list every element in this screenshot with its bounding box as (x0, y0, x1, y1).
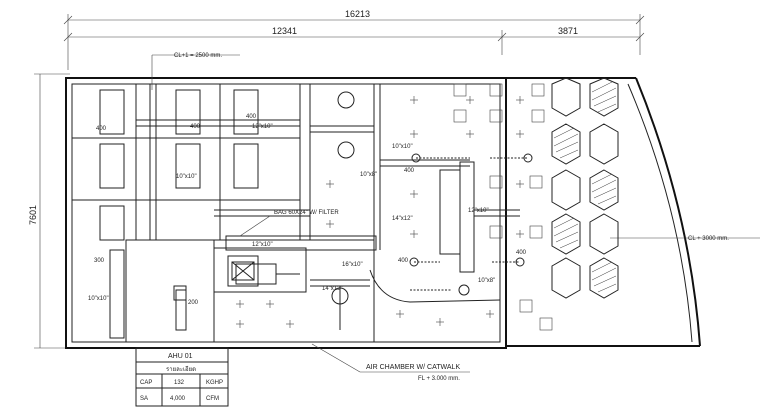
ceiling-level-right-text: CL + 3000 mm. (688, 236, 729, 242)
duct-label: 400 (404, 168, 415, 174)
duct-label: 300 (94, 258, 105, 264)
height-dimension: 7601 (28, 205, 38, 225)
ahu-row-sa-key: SA (140, 396, 148, 402)
duct-label: 14"x12" (322, 286, 343, 292)
interior-partitions (72, 84, 501, 343)
duct-label: 12"x10" (252, 242, 273, 248)
air-chamber-note: AIR CHAMBER W/ CATWALK (366, 364, 460, 371)
floor-level-note: FL + 3.000 mm. (418, 376, 460, 382)
duct-label: 200 (188, 300, 199, 306)
ahu-row-cap-value: 132 (174, 380, 185, 386)
ahu-row-cap-unit: KGHP (206, 380, 223, 386)
ahu-schedule-table: AHU 01 รายละเอียด CAP 132 KGHP SA 4,000 … (135, 347, 229, 407)
left-span-dimension: 12341 (272, 26, 297, 36)
ahu-title: AHU 01 (168, 353, 193, 360)
duct-label: 14"x12" (392, 216, 413, 222)
duct-label: 10"x8" (360, 172, 377, 178)
duct-label: 10"x10" (392, 144, 413, 150)
duct-size-labels: 400 400 400 300 400 400 400 200 12"x10" … (88, 114, 527, 306)
ahu-row-cap-key: CAP (140, 380, 152, 386)
ahu-header: รายละเอียด (166, 365, 196, 373)
left-dimension: 7601 (28, 73, 70, 349)
duct-label: 400 (96, 126, 107, 132)
duct-label: 400 (516, 250, 527, 256)
overall-dimension: 16213 (345, 9, 370, 19)
ahu-row-sa-unit: CFM (206, 396, 219, 402)
duct-label: 400 (398, 258, 409, 264)
duct-runs (99, 84, 520, 339)
duct-label: 400 (190, 124, 201, 130)
duct-label: 12"x10" (252, 124, 273, 130)
duct-label: 400 (246, 114, 257, 120)
equipment (173, 91, 355, 305)
top-dimensions: 16213 12341 3871 (63, 9, 645, 70)
flex-ducts (409, 153, 533, 296)
ahu-row-sa-value: 4,000 (170, 396, 186, 402)
diffuser-grid (236, 83, 553, 331)
ceiling-level-left: CL+1 = 2500 mm. (151, 53, 240, 90)
annotations: BAG 60X24" W/ FILTER AIR CHAMBER W/ CATW… (239, 210, 470, 382)
duct-label: 10"x10" (176, 174, 197, 180)
building-outline (65, 77, 701, 349)
duct-label: 10"x8" (478, 278, 495, 284)
duct-label: 16"x10" (342, 262, 363, 268)
ceiling-level-right: CL + 3000 mm. (610, 236, 760, 242)
duct-label: 10"x10" (88, 296, 109, 302)
hexagon-ceiling (551, 77, 619, 299)
right-span-dimension: 3871 (558, 26, 578, 36)
duct-label: 12"x10" (468, 208, 489, 214)
ceiling-level-left-text: CL+1 = 2500 mm. (174, 53, 222, 59)
filter-note: BAG 60X24" W/ FILTER (274, 210, 339, 216)
